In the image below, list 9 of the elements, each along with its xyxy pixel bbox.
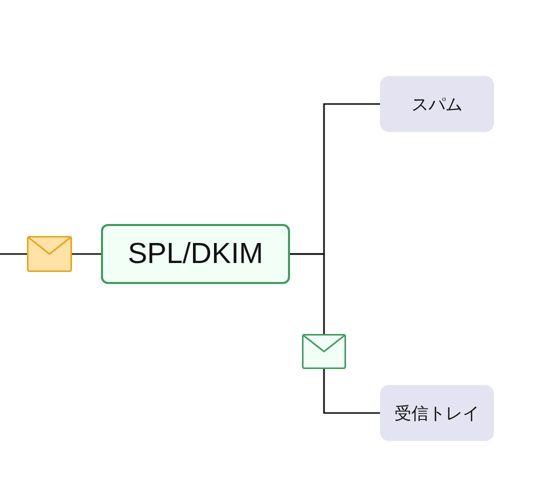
connector-line — [0, 253, 27, 255]
connector-line — [290, 253, 325, 334]
connector-line — [323, 369, 380, 414]
destination-box: スパム — [380, 76, 494, 132]
process-box: SPL/DKIM — [101, 224, 290, 284]
envelope-icon — [302, 334, 346, 369]
connector-line — [72, 253, 101, 255]
destination-box: 受信トレイ — [380, 385, 494, 441]
envelope-icon — [27, 236, 72, 272]
